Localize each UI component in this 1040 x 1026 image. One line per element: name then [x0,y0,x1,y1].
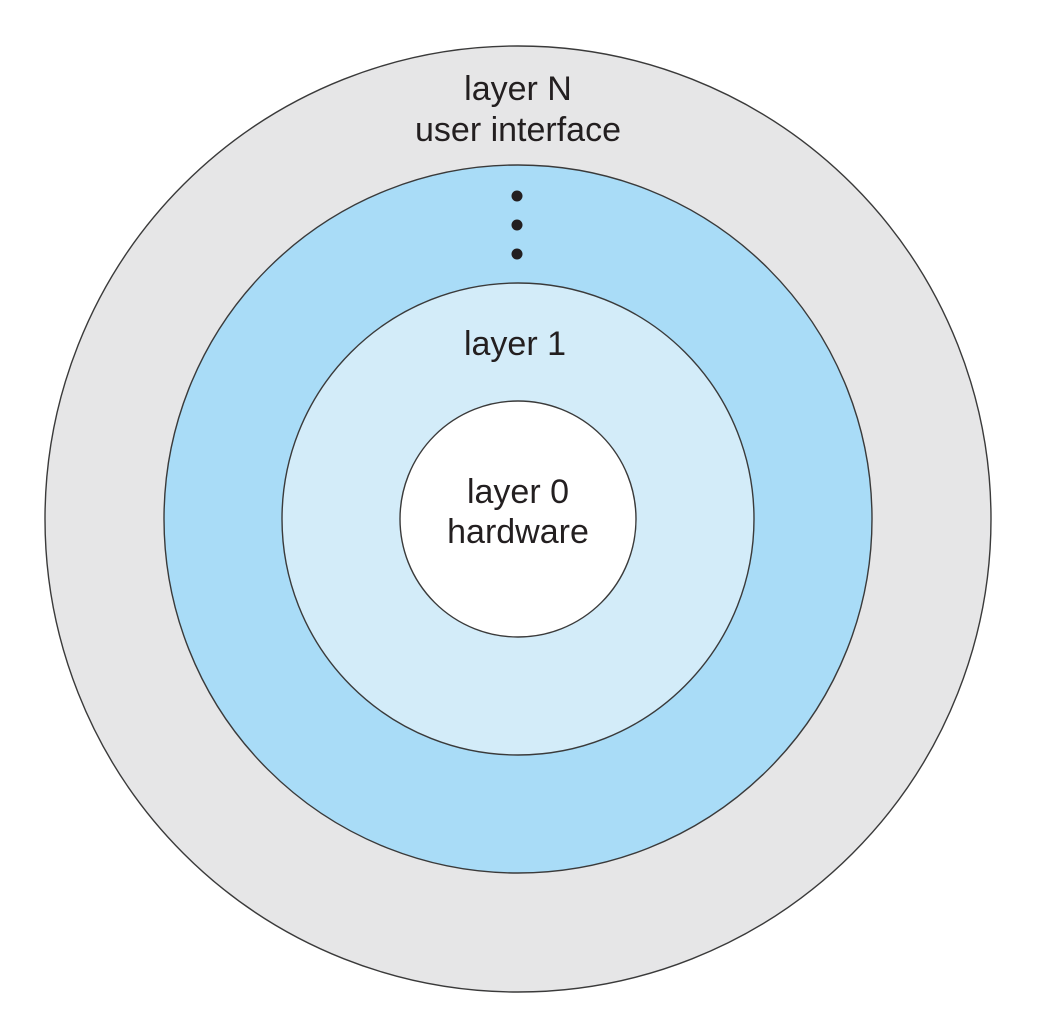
ellipsis-dot [511,248,523,260]
ellipsis-dot [511,190,523,202]
ellipsis-dots [511,190,523,260]
layer-0-title: layer 0 [467,473,569,511]
layer-1-title: layer 1 [464,325,566,363]
layer-0-core [399,400,637,638]
ellipsis-dot [511,219,523,231]
layer-0-subtitle: hardware [447,513,589,551]
layer-n-subtitle: user interface [415,111,621,149]
layer-n-title: layer N [464,70,572,108]
